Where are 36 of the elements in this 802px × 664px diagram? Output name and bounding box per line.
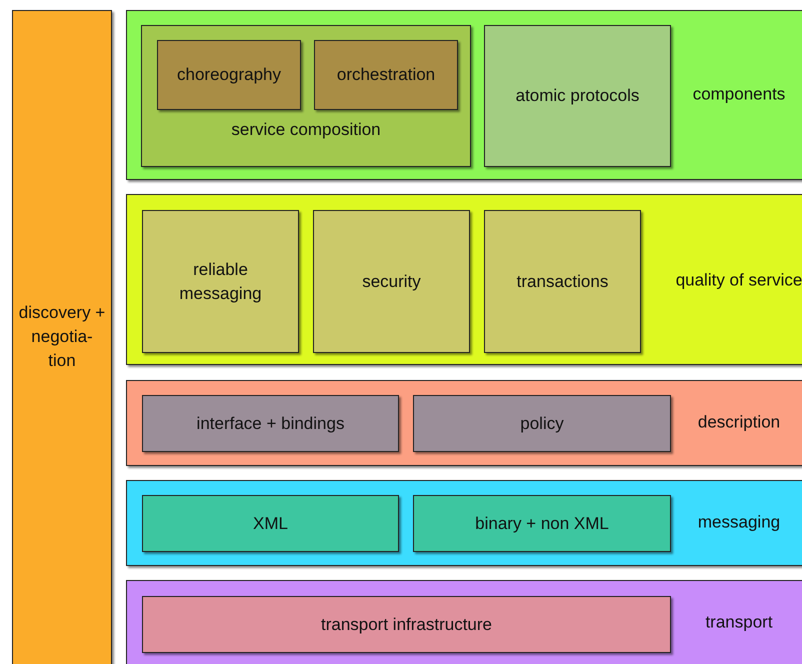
box-label: security [361,270,422,292]
box-label: transport infrastructure [320,614,493,636]
layer-band [126,10,802,180]
layer-label: quality of service [674,269,802,292]
layer-label: transport [704,611,774,634]
box-label: binary + non XML [474,512,610,534]
box-label: orchestration [336,64,436,86]
component-box [484,210,641,353]
component-box [142,210,299,353]
group-box [141,25,471,167]
component-box [484,25,671,167]
layer-label: messaging [696,511,782,534]
layer-band [126,480,802,566]
layer-label: discovery + negotia- tion [18,302,106,372]
box-label: choreography [176,64,282,86]
layer-band [126,194,802,365]
box-label: interface + bindings [196,412,346,434]
component-box [413,495,671,552]
component-box [157,40,301,110]
layer-label: components [692,83,786,106]
component-box [142,495,399,552]
box-label: XML [252,512,289,534]
box-label: policy [519,412,565,434]
layer-band [126,580,802,664]
box-label: service composition [230,118,382,140]
layer-band [126,380,802,466]
layer-label: description [696,411,782,434]
box-label: transactions [516,270,610,292]
box-label: atomic protocols [514,85,640,107]
side-band [12,10,112,664]
component-box [313,210,470,353]
component-box [314,40,458,110]
component-box [142,395,399,452]
box-label: reliable messaging [178,258,263,304]
component-box [142,596,671,653]
component-box [413,395,671,452]
